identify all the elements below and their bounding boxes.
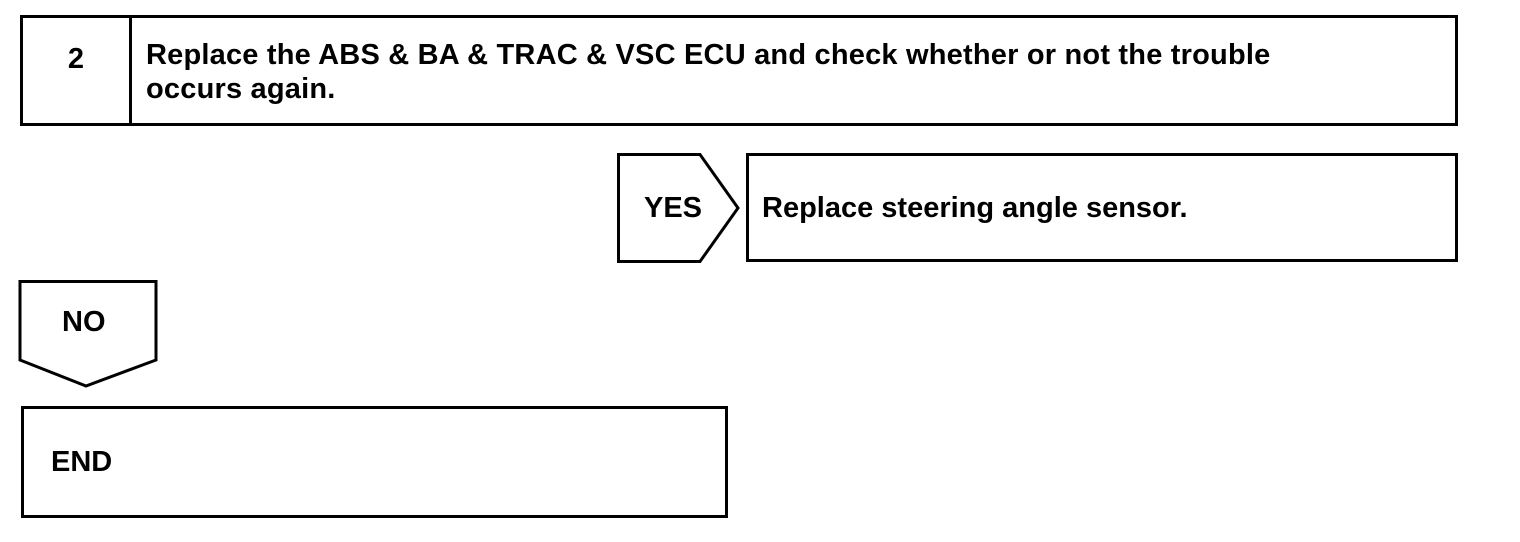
yes-action-box (746, 153, 1458, 262)
end-box (21, 406, 728, 518)
step-instruction: Replace the ABS & BA & TRAC & VSC ECU an… (132, 18, 1455, 123)
yes-action-text: Replace steering angle sensor. (762, 192, 1188, 224)
end-label: END (51, 446, 113, 478)
step-box: 2 Replace the ABS & BA & TRAC & VSC ECU … (20, 15, 1458, 126)
yes-label: YES (644, 192, 703, 224)
no-arrow-shape (18, 280, 158, 388)
yes-arrow-shape (617, 153, 740, 263)
step-instruction-line-1: Replace the ABS & BA & TRAC & VSC ECU an… (146, 39, 1271, 71)
no-label: NO (62, 306, 106, 338)
step-number: 2 (23, 18, 132, 123)
step-instruction-line-2: occurs again. (146, 73, 336, 105)
